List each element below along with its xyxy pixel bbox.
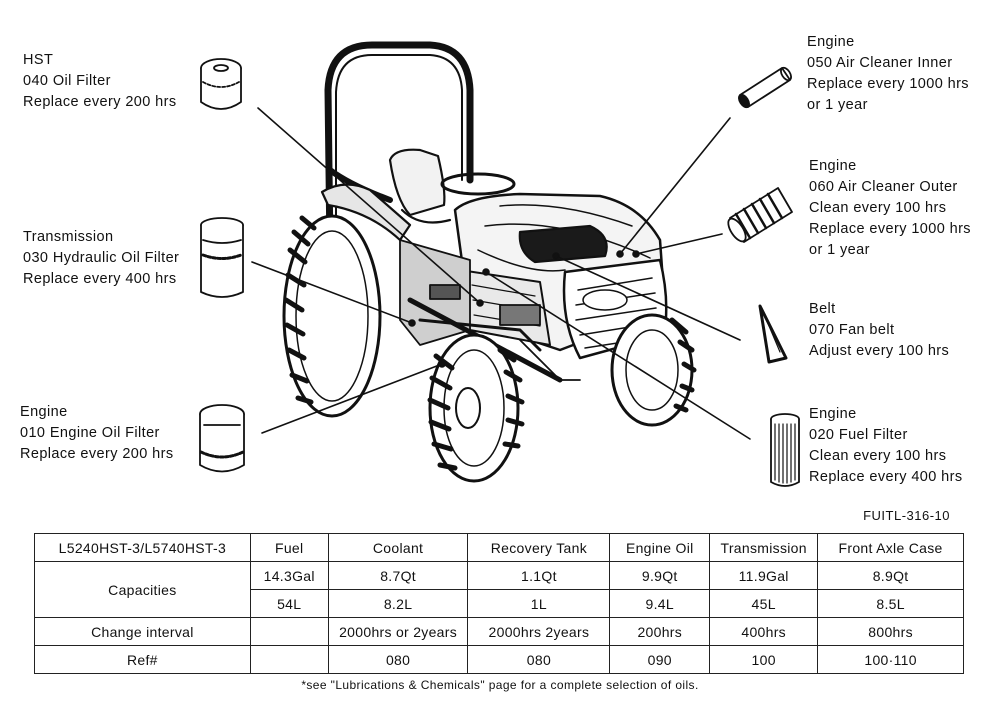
callout-system: HST	[23, 52, 54, 68]
table-header-cell: Engine Oil	[609, 533, 711, 562]
callout-air-cleaner-outer: Engine 060 Air Cleaner Outer Clean every…	[809, 156, 971, 261]
hst-oil-filter-icon	[200, 58, 242, 110]
table-header-cell: Transmission	[709, 533, 819, 562]
callout-air-cleaner-inner: Engine 050 Air Cleaner Inner Replace eve…	[807, 32, 969, 116]
callout-service-3: or 1 year	[809, 242, 870, 258]
table-cell: 9.9Qt	[609, 561, 711, 590]
figure-code: FUITL-316-10	[863, 508, 950, 523]
callout-fuel-filter: Engine 020 Fuel Filter Clean every 100 h…	[809, 404, 962, 488]
callout-service: Replace every 200 hrs	[23, 94, 177, 110]
callout-system: Belt	[809, 301, 836, 317]
table-cell: 200hrs	[609, 617, 711, 646]
table-row-ref: Ref# 080 080 090 100 100·110	[34, 645, 964, 674]
fan-belt-icon	[758, 304, 788, 364]
capacities-table: L5240HST-3/L5740HST-3 Fuel Coolant Recov…	[34, 533, 964, 674]
table-cell: 1.1Qt	[467, 561, 611, 590]
callout-fan-belt: Belt 070 Fan belt Adjust every 100 hrs	[809, 299, 949, 362]
callout-part: 040 Oil Filter	[23, 73, 111, 89]
table-cell: 11.9Gal	[709, 561, 819, 590]
table-cell: 8.2L	[327, 589, 469, 618]
callout-part: 050 Air Cleaner Inner	[807, 55, 953, 71]
callout-part: 030 Hydraulic Oil Filter	[23, 250, 180, 266]
fuel-filter-icon	[770, 413, 800, 487]
callout-service: Adjust every 100 hrs	[809, 343, 950, 359]
callout-system: Engine	[20, 404, 68, 420]
table-header-cell: Front Axle Case	[817, 533, 964, 562]
air-cleaner-outer-icon	[727, 187, 793, 243]
table-cell: 090	[609, 645, 711, 674]
hydraulic-oil-filter-icon	[200, 217, 244, 298]
air-cleaner-inner-icon	[738, 66, 792, 109]
callout-service: Replace every 200 hrs	[20, 446, 174, 462]
front-right-tire-icon	[610, 313, 697, 427]
callout-part: 070 Fan belt	[809, 322, 895, 338]
callout-engine-oil-filter: Engine 010 Engine Oil Filter Replace eve…	[20, 402, 173, 465]
table-header-cell: Coolant	[327, 533, 469, 562]
table-row-capacities-us: Capacities 14.3Gal 8.7Qt 1.1Qt 9.9Qt 11.…	[34, 561, 964, 618]
table-cell: 100·110	[817, 645, 964, 674]
callout-system: Engine	[809, 406, 857, 422]
callout-part: 020 Fuel Filter	[809, 427, 908, 443]
table-cell-model: L5240HST-3/L5740HST-3	[34, 533, 251, 562]
footnote: *see "Lubrications & Chemicals" page for…	[301, 678, 699, 692]
table-cell: 400hrs	[709, 617, 819, 646]
front-left-tire-icon	[427, 333, 525, 483]
table-row-label: Ref#	[34, 645, 251, 674]
table-header-cell: Fuel	[249, 533, 329, 562]
rear-left-tire-icon	[282, 214, 382, 418]
table-cell: 1L	[467, 589, 611, 618]
table-cell	[249, 645, 329, 674]
callout-service: Replace every 400 hrs	[23, 271, 177, 287]
callout-part: 060 Air Cleaner Outer	[809, 179, 958, 195]
table-header-cell: Recovery Tank	[467, 533, 611, 562]
callout-service: Clean every 100 hrs	[809, 200, 947, 216]
table-header-row: L5240HST-3/L5740HST-3 Fuel Coolant Recov…	[34, 533, 964, 562]
callout-service: Clean every 100 hrs	[809, 448, 947, 464]
callout-service-2: Replace every 1000 hrs	[809, 221, 971, 237]
table-cell: 2000hrs 2years	[467, 617, 611, 646]
table-cell: 9.4L	[609, 589, 711, 618]
steering-wheel-icon	[440, 172, 516, 196]
table-cell: 080	[327, 645, 469, 674]
table-cell	[249, 617, 329, 646]
callout-system: Transmission	[23, 229, 114, 245]
table-row-change-interval: Change interval 2000hrs or 2years 2000hr…	[34, 617, 964, 646]
callout-service: Replace every 1000 hrs	[807, 76, 969, 92]
callout-part: 010 Engine Oil Filter	[20, 425, 160, 441]
table-cell: 8.7Qt	[327, 561, 469, 590]
table-cell: 2000hrs or 2years	[327, 617, 469, 646]
engine-oil-filter-icon	[199, 404, 245, 473]
leader-lines	[251, 107, 751, 440]
callout-hydraulic-oil-filter: Transmission 030 Hydraulic Oil Filter Re…	[23, 227, 179, 290]
table-cell: 8.5L	[817, 589, 964, 618]
table-cell: 54L	[249, 589, 329, 618]
callout-hst-oil-filter: HST 040 Oil Filter Replace every 200 hrs	[23, 50, 176, 113]
table-cell: 100	[709, 645, 819, 674]
callout-system: Engine	[807, 34, 855, 50]
table-row-label: Capacities	[34, 561, 251, 618]
callout-service-2: or 1 year	[807, 97, 868, 113]
table-cell: 800hrs	[817, 617, 964, 646]
callout-system: Engine	[809, 158, 857, 174]
callout-service-2: Replace every 400 hrs	[809, 469, 963, 485]
table-cell: 14.3Gal	[249, 561, 329, 590]
table-cell: 8.9Qt	[817, 561, 964, 590]
tractor-maintenance-diagram	[199, 41, 800, 487]
table-cell: 45L	[709, 589, 819, 618]
table-cell: 080	[467, 645, 611, 674]
table-row-label: Change interval	[34, 617, 251, 646]
